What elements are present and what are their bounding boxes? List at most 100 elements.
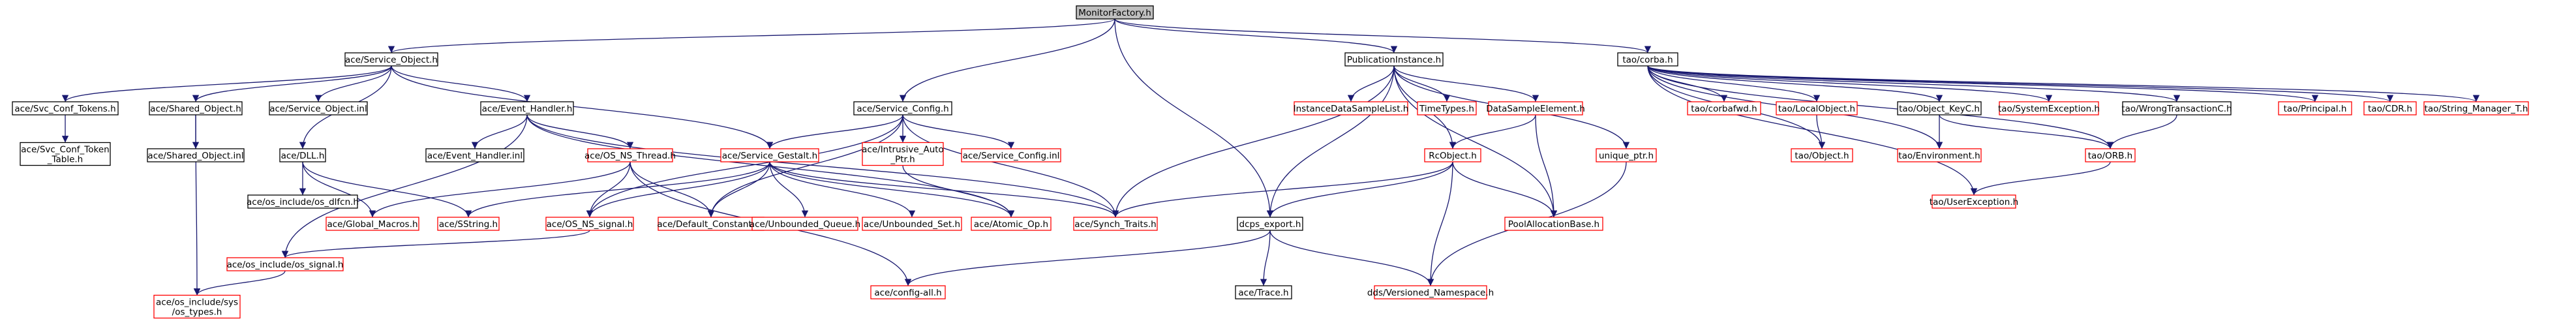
node-time_types[interactable]: TimeTypes.h [1417,101,1477,115]
node-service_config_inl[interactable]: ace/Service_Config.inl [961,148,1061,162]
node-pub_instance[interactable]: PublicationInstance.h [1344,52,1444,67]
node-shared_object[interactable]: ace/Shared_Object.h [149,101,243,115]
node-os_dlfcn[interactable]: ace/os_include/os_dlfcn.h [247,194,359,209]
node-os_ns_signal[interactable]: ace/OS_NS_signal.h [545,217,634,231]
edge-rc_object-to-dcps_export [1266,161,1453,218]
node-label: ace/os_include/sys [156,298,238,308]
node-svc_conf_tokens[interactable]: ace/Svc_Conf_Tokens.h [12,101,119,115]
node-svc_object[interactable]: ace/Service_Object.h [344,52,438,67]
node-idsl[interactable]: InstanceDataSampleList.h [1294,101,1409,115]
node-label: ace/Shared_Object.h [150,104,241,114]
node-label: ace/Atomic_Op.h [974,219,1048,230]
node-tao_orb[interactable]: tao/ORB.h [2085,148,2136,162]
node-service_config[interactable]: ace/Service_Config.h [853,101,952,115]
edge-line [1535,114,1558,218]
node-tao_principal[interactable]: tao/Principal.h [2278,101,2352,115]
node-global_macros[interactable]: ace/Global_Macros.h [326,217,419,231]
edge-line [1393,65,1558,218]
node-event_handler_inl[interactable]: ace/Event_Handler.inl [425,148,524,162]
edge-line [1114,18,1274,218]
node-label: ace/Default_Constants.h [657,219,765,230]
node-tao_object[interactable]: tao/Object.h [1791,148,1853,162]
edge-line [629,161,715,218]
node-unique_ptr[interactable]: unique_ptr.h [1596,148,1657,162]
edge-svc_object-to-event_handler [391,65,531,102]
node-svc_object_inl[interactable]: ace/Service_Object.inl [269,101,368,115]
node-atomic_op[interactable]: ace/Atomic_Op.h [971,217,1052,231]
node-label: tao/Object.h [1795,151,1849,161]
node-shared_object_inl[interactable]: ace/Shared_Object.inl [147,148,245,162]
node-label: ace/Unbounded_Set.h [864,219,960,230]
node-pool_alloc_base[interactable]: PoolAllocationBase.h [1504,217,1603,231]
node-box [1424,148,1481,162]
node-synch_traits[interactable]: ace/Synch_Traits.h [1073,217,1158,231]
node-label: tao/WrongTransactionC.h [2121,104,2232,114]
node-intrusive_auto_ptr[interactable]: ace/Intrusive_Auto_Ptr.h [862,142,944,166]
node-box [326,217,419,231]
edge-line [1266,161,1453,218]
node-svc_conf_token_table[interactable]: ace/Svc_Conf_Token_Table.h [20,142,111,166]
edge-svc_object-to-svc_object_inl [314,65,392,102]
node-tao_localobject[interactable]: tao/LocalObject.h [1776,101,1858,115]
edge-line [1647,65,1821,102]
node-tao_corba[interactable]: tao/corba.h [1617,52,1678,67]
node-dcps_export[interactable]: dcps_export.h [1237,217,1303,231]
edge-service_config-to-os_ns_signal [586,114,903,218]
node-unbounded_queue[interactable]: ace/Unbounded_Queue.h [750,217,860,231]
node-label: /os_types.h [172,307,222,318]
edge-svc_gestalt-to-unbounded_queue [769,161,809,218]
node-sstring[interactable]: ace/SString.h [437,217,500,231]
node-svc_gestalt[interactable]: ace/Service_Gestalt.h [720,148,819,162]
node-rc_object[interactable]: RcObject.h [1424,148,1481,162]
node-dll[interactable]: ace/DLL.h [279,148,326,162]
edge-service_config-to-svc_gestalt [766,114,903,149]
node-box [751,217,858,231]
node-tao_userexc[interactable]: tao/UserException.h [1930,194,2018,209]
node-root[interactable]: MonitorFactory.h [1076,5,1154,20]
node-tao_wrongtx[interactable]: tao/WrongTransactionC.h [2121,101,2232,115]
node-box [2122,101,2232,115]
node-default_constants[interactable]: ace/Default_Constants.h [657,217,765,231]
node-tao_corbafwd[interactable]: tao/corbafwd.h [1687,101,1761,115]
node-os_ns_thread[interactable]: ace/OS_NS_Thread.h [584,148,676,162]
edge-svc_gestalt-to-unbounded_set [769,161,916,218]
edge-line [899,18,1115,102]
edge-svc_object-to-svc_conf_tokens [61,65,392,102]
edge-event_handler-to-event_handler_inl [471,114,528,149]
edge-line [464,161,770,218]
edge-line [1647,65,2393,102]
node-label: ace/Service_Config.inl [963,151,1060,161]
edge-rc_object-to-pool_alloc_base [1452,161,1558,218]
edge-service_config-to-service_config_inl [902,114,1015,149]
edge-dcps_export-to-trace [1260,230,1271,286]
edge-intrusive_auto_ptr-to-atomic_op [902,165,1015,218]
edge-os_ns_thread-to-os_ns_signal [586,161,631,218]
edge-line [769,161,809,218]
node-event_handler[interactable]: ace/Event_Handler.h [480,101,574,115]
node-tao_strmgr[interactable]: tao/String_Manager_T.h [2423,101,2529,115]
edge-line [1427,161,1453,286]
node-tao_cdr[interactable]: tao/CDR.h [2363,101,2417,115]
node-dse[interactable]: DataSampleElement.h [1486,101,1585,115]
node-box [971,217,1052,231]
edge-line [769,161,916,218]
node-trace[interactable]: ace/Trace.h [1235,285,1292,299]
node-tao_sysexc[interactable]: tao/SystemException.h [1998,101,2100,115]
edge-line [302,161,376,218]
edge-svc_gestalt-to-sstring [464,161,770,218]
node-versioned_ns[interactable]: dds/Versioned_Namespace.h [1367,285,1494,299]
node-label: tao/SystemException.h [1998,104,2100,114]
node-label: ace/Event_Handler.inl [427,151,523,161]
edge-tao_orb-to-tao_userexc [1970,161,2111,196]
node-config_all[interactable]: ace/config-all.h [870,285,946,299]
edge-line [192,65,392,102]
node-os_types[interactable]: ace/os_include/sys/os_types.h [153,294,241,319]
node-label: ace/OS_NS_Thread.h [584,151,676,161]
edge-line [769,161,1015,218]
node-box [1344,52,1444,67]
node-box [870,285,946,299]
node-tao_environment[interactable]: tao/Environment.h [1897,148,1982,162]
node-tao_object_keyc[interactable]: tao/Object_KeyC.h [1897,101,1982,115]
node-unbounded_set[interactable]: ace/Unbounded_Set.h [862,217,962,231]
node-os_signal[interactable]: ace/os_include/os_signal.h [226,257,344,271]
